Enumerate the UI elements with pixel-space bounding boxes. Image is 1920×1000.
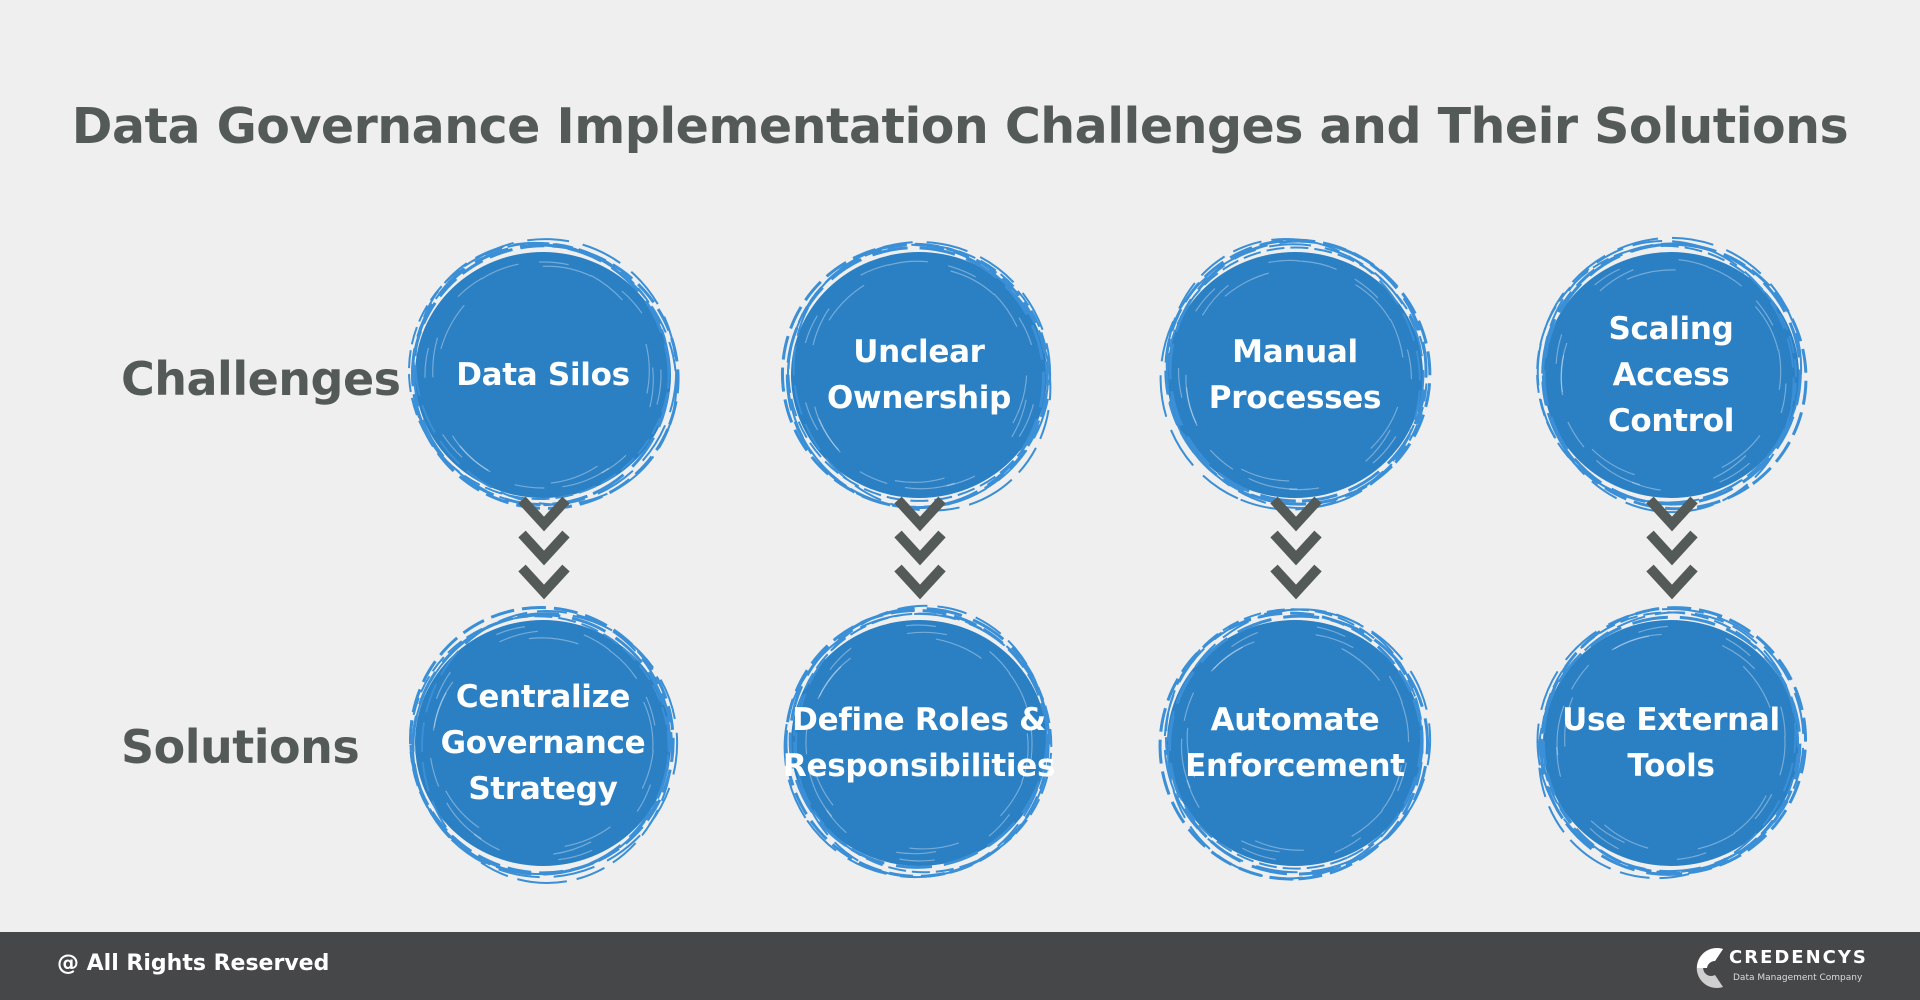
solution-circle-1: Centralize Governance Strategy: [403, 606, 683, 884]
footer-rights-text: @ All Rights Reserved: [57, 951, 330, 976]
brush-circle-graphic: [1536, 606, 1808, 880]
down-arrows-icon: [1266, 494, 1326, 604]
footer-bar: @ All Rights Reserved CREDENCYS Data Man…: [0, 932, 1920, 1000]
solution-circle-2: Define Roles & Responsibilities: [779, 604, 1059, 879]
row-label-challenges: Challenges: [121, 352, 401, 406]
brush-circle-graphic: [408, 238, 680, 510]
brush-circle-graphic: [1158, 608, 1432, 881]
page-title: Data Governance Implementation Challenge…: [71, 98, 1849, 155]
brush-circle-graphic: [780, 241, 1052, 512]
brush-circle-graphic: [783, 604, 1053, 879]
challenge-label: Unclear Ownership: [826, 334, 1011, 416]
challenge-label: Manual Processes: [1208, 334, 1382, 416]
solution-label: Centralize Governance Strategy: [440, 679, 646, 807]
brush-circle-graphic: [1536, 236, 1808, 514]
logo-name: CREDENCYS: [1729, 947, 1868, 968]
solution-label: Define Roles & Responsibilities: [782, 702, 1056, 784]
solution-label: Use External Tools: [1562, 702, 1780, 784]
solution-label: Automate Enforcement: [1185, 702, 1405, 784]
row-label-solutions: Solutions: [121, 720, 360, 774]
challenge-circle-2: Unclear Ownership: [779, 240, 1059, 512]
down-arrows-icon: [1642, 494, 1702, 604]
challenge-label: Data Silos: [456, 357, 630, 393]
brush-circle-graphic: [1159, 238, 1432, 511]
down-arrows-icon: [514, 494, 574, 604]
logo-tagline: Data Management Company: [1733, 973, 1863, 983]
challenge-circle-4: Scaling Access Control: [1531, 236, 1811, 514]
challenge-circle-3: Manual Processes: [1155, 238, 1435, 511]
credencys-logo: CREDENCYS Data Management Company: [1693, 941, 1893, 995]
challenge-label: Scaling Access Control: [1607, 311, 1735, 439]
challenge-circle-1: Data Silos: [403, 238, 683, 510]
brush-circle-graphic: [409, 606, 679, 884]
solution-circle-4: Use External Tools: [1531, 606, 1811, 880]
logo-mark-icon: [1696, 948, 1723, 988]
solution-circle-3: Automate Enforcement: [1155, 608, 1435, 881]
down-arrows-icon: [890, 494, 950, 604]
